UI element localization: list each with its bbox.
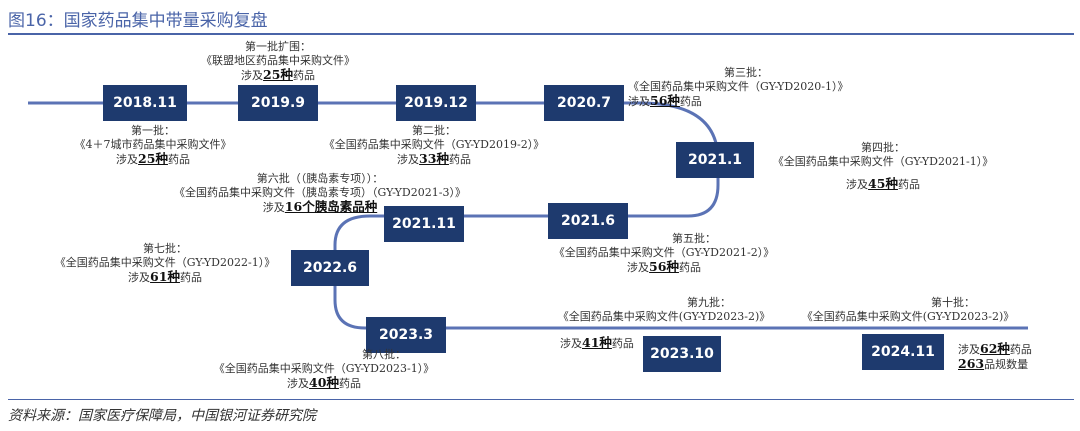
- figure-title: 图16：国家药品集中带量采购复盘: [8, 11, 268, 31]
- bottom-rule: [8, 399, 1074, 400]
- annotation-batch-2: 第二批： 《全国药品集中采购文件（GY-YD2019-2）》 涉及33种药品: [323, 124, 545, 166]
- node-2023-3: 2023.3: [366, 317, 446, 353]
- node-2024-11: 2024.11: [862, 334, 944, 370]
- annotation-batch-3: 第三批： 《全国药品集中采购文件（GY-YD2020-1）》 涉及56种药品: [628, 66, 849, 108]
- annotation-batch-8: 第八批： 《全国药品集中采购文件（GY-YD2023-1）》 涉及40种药品: [213, 348, 435, 390]
- source-note: 资料来源：国家医疗保障局，中国银河证券研究院: [8, 408, 316, 424]
- annotation-batch-1: 第一批： 《4＋7城市药品集中采购文件》 涉及25种药品: [74, 124, 232, 166]
- annotation-batch-10: 第十批： 《全国药品集中采购文件(GY-YD2023-2)》: [801, 296, 1015, 323]
- annotation-batch-9: 第九批： 《全国药品集中采购文件(GY-YD2023-2)》: [557, 296, 771, 323]
- annotation-batch-1-expansion: 第一批扩围： 《联盟地区药品集中采购文件》 涉及25种药品: [201, 40, 355, 82]
- node-2021-11: 2021.11: [384, 206, 464, 242]
- annotation-batch-10-count: 涉及62种药品 263品规数量: [958, 341, 1032, 372]
- node-2023-10: 2023.10: [643, 336, 721, 372]
- annotation-batch-7: 第七批： 《全国药品集中采购文件（GY-YD2022-1）》 涉及61种药品: [54, 242, 276, 284]
- annotation-batch-4: 第四批： 《全国药品集中采购文件（GY-YD2021-1）》 涉及45种药品: [772, 141, 994, 191]
- node-2022-6: 2022.6: [291, 250, 369, 286]
- node-2021-6: 2021.6: [548, 203, 628, 239]
- annotation-batch-6: 第六批（（胰岛素专项））： 《全国药品集中采购文件（胰岛素专项）（GY-YD20…: [174, 172, 466, 214]
- node-2018-11: 2018.11: [103, 85, 187, 121]
- node-2020-7: 2020.7: [544, 85, 624, 121]
- node-2019-12: 2019.12: [396, 85, 476, 121]
- node-2021-1: 2021.1: [676, 142, 754, 178]
- node-2019-9: 2019.9: [238, 85, 318, 121]
- annotation-batch-9-count: 涉及41种药品: [560, 335, 634, 351]
- annotation-batch-5: 第五批： 《全国药品集中采购文件（GY-YD2021-2）》 涉及56种药品: [553, 232, 775, 274]
- top-rule: [8, 33, 1074, 35]
